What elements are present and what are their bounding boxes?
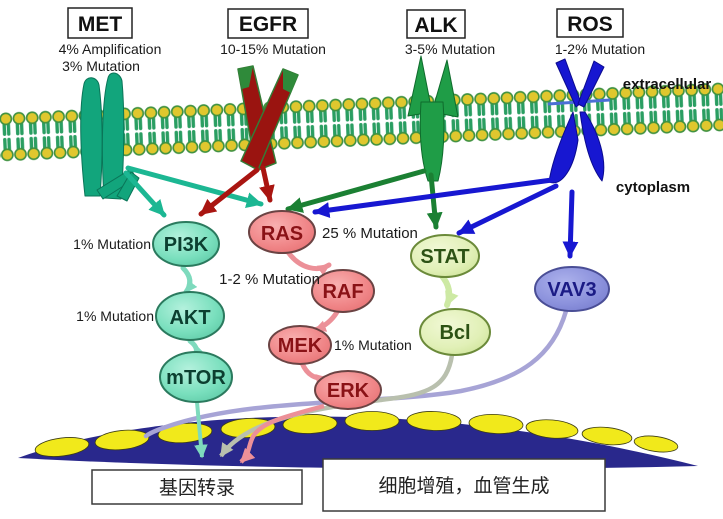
- svg-text:MEK: MEK: [278, 335, 323, 357]
- gene-transcription-box: 基因转录: [91, 469, 303, 505]
- edge-mtor-to-transcription: [194, 401, 208, 459]
- svg-text:mTOR: mTOR: [166, 367, 226, 389]
- receptor-arrows: [123, 165, 579, 259]
- mek-annotation: 1% Mutation: [334, 337, 412, 353]
- edge-raf-mek: [312, 309, 340, 333]
- receptor-ros: [547, 58, 611, 184]
- svg-text:ROS: ROS: [567, 13, 613, 36]
- proliferation-box: 细胞增殖，血管生成: [322, 458, 606, 512]
- pathway-chain-arrows: [180, 249, 459, 386]
- pathway-nodes: PI3K AKT mTOR RAS RAF MEK ERK STAT Bcl V…: [152, 210, 610, 410]
- svg-text:VAV3: VAV3: [547, 279, 596, 301]
- edge-erk-to-transcription: [239, 403, 325, 464]
- alk-title-box: ALK: [406, 9, 466, 39]
- edge-egfr-pi3k: [198, 167, 260, 217]
- svg-text:ALK: ALK: [414, 14, 457, 37]
- akt-annotation: 1% Mutation: [76, 308, 154, 324]
- output-boxes: 基因转录 细胞增殖，血管生成: [91, 458, 606, 512]
- nucleus-band: [18, 411, 698, 469]
- node-raf: RAF: [311, 269, 375, 313]
- svg-text:ERK: ERK: [327, 380, 370, 402]
- node-pi3k: PI3K: [152, 221, 220, 267]
- node-annotations: 1% Mutation 1% Mutation 25 % Mutation 1-…: [73, 225, 418, 353]
- svg-text:STAT: STAT: [420, 246, 469, 268]
- edge-mek-erk: [299, 360, 330, 386]
- svg-text:细胞增殖，血管生成: 细胞增殖，血管生成: [378, 475, 549, 497]
- dna-blobs: [34, 411, 679, 457]
- egfr-annotation: 10-15% Mutation: [220, 41, 326, 57]
- met-title-box: MET: [67, 7, 133, 39]
- edge-alk-ras: [285, 168, 427, 213]
- met-annotation-1: 4% Amplification: [59, 41, 162, 57]
- svg-text:EGFR: EGFR: [239, 13, 297, 36]
- svg-text:MET: MET: [78, 13, 123, 36]
- node-erk: ERK: [314, 370, 382, 410]
- edge-ros-stat: [456, 183, 559, 236]
- svg-text:RAS: RAS: [261, 223, 303, 245]
- node-mtor: mTOR: [159, 351, 233, 403]
- node-akt: AKT: [155, 291, 225, 341]
- node-bcl: Bcl: [419, 308, 491, 356]
- ros-title-box: ROS: [556, 8, 624, 38]
- raf-annotation: 1-2 % Mutation: [219, 271, 320, 288]
- svg-text:基因转录: 基因转录: [159, 477, 235, 499]
- ras-annotation: 25 % Mutation: [322, 225, 418, 242]
- edge-pi3k-akt: [180, 265, 198, 295]
- receptor-labels: MET 4% Amplification 3% Mutation EGFR 10…: [59, 7, 645, 74]
- edge-stat-bcl: [438, 272, 459, 308]
- edge-ros-ras: [312, 177, 555, 219]
- svg-text:RAF: RAF: [322, 281, 363, 303]
- node-vav3: VAV3: [534, 266, 610, 312]
- egfr-title-box: EGFR: [227, 8, 309, 39]
- node-mek: MEK: [268, 325, 332, 365]
- met-annotation-2: 3% Mutation: [62, 58, 140, 74]
- svg-text:Bcl: Bcl: [439, 322, 470, 344]
- cell-membrane: [0, 79, 723, 165]
- edge-met-ras: [125, 165, 264, 208]
- receptor-alk: [407, 55, 459, 182]
- edge-met-pi3k: [123, 170, 167, 218]
- edge-egfr-ras: [259, 165, 275, 203]
- extracellular-label: extracellular: [623, 76, 712, 93]
- edge-alk-stat: [426, 172, 443, 230]
- svg-text:AKT: AKT: [169, 307, 210, 329]
- alk-annotation: 3-5% Mutation: [405, 41, 495, 57]
- edge-ros-vav3: [562, 189, 579, 259]
- edge-ras-raf: [285, 249, 332, 276]
- ros-annotation: 1-2% Mutation: [555, 41, 645, 57]
- pi3k-annotation: 1% Mutation: [73, 236, 151, 252]
- svg-text:PI3K: PI3K: [164, 234, 209, 256]
- node-ras: RAS: [248, 210, 316, 254]
- cytoplasm-label: cytoplasm: [616, 179, 690, 196]
- node-stat: STAT: [410, 234, 480, 278]
